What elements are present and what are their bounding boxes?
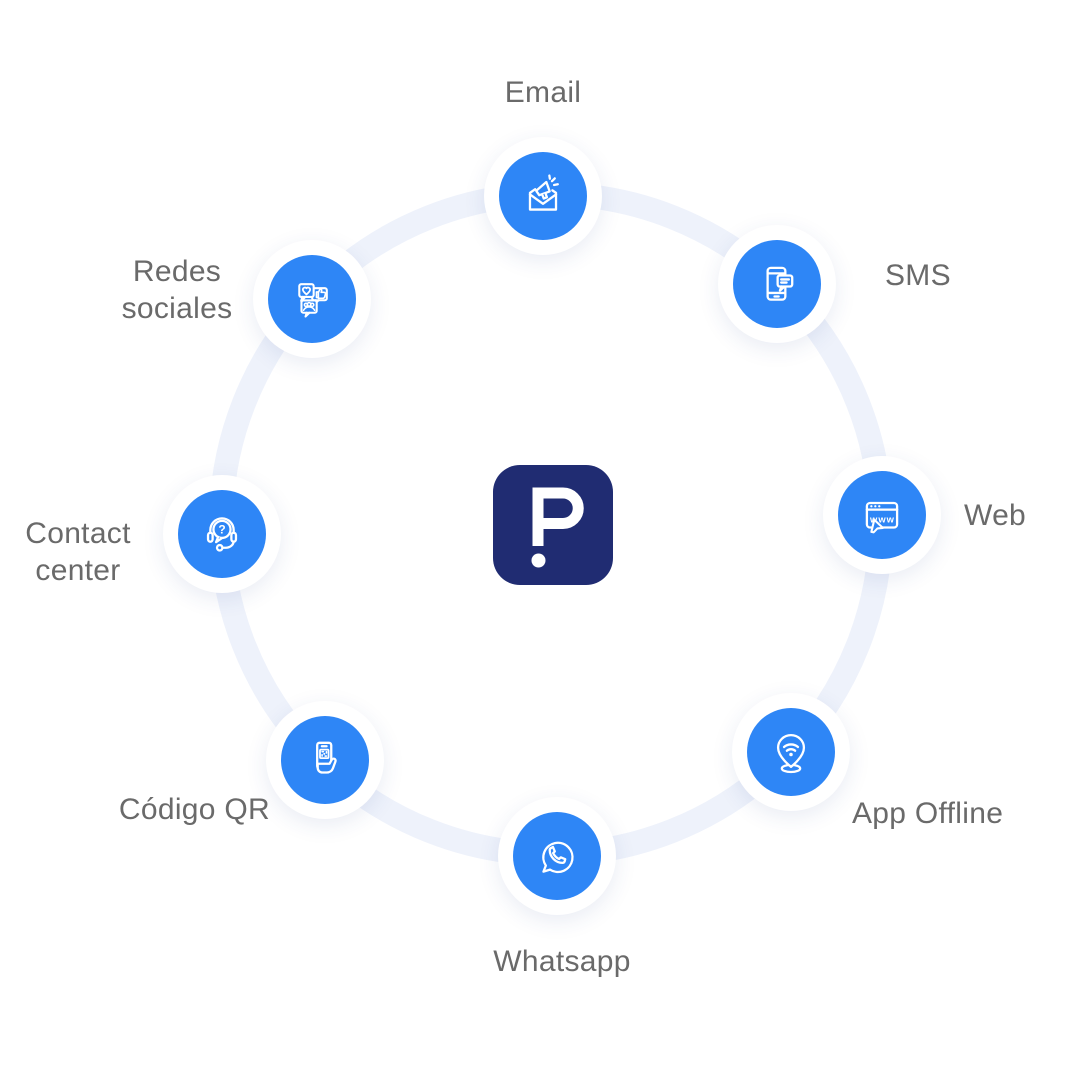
channel-node-email bbox=[484, 137, 602, 255]
channel-label-qr: Código QR bbox=[118, 793, 270, 826]
channel-node-redes-sociales bbox=[253, 240, 371, 358]
channel-label-email: Email bbox=[504, 76, 582, 109]
p-question-mark-logo bbox=[493, 465, 613, 585]
qr-scan-phone-icon bbox=[316, 741, 337, 774]
channel-label-web: Web bbox=[964, 499, 1027, 532]
support-headset-icon: ? bbox=[206, 517, 238, 552]
channel-node-app-offline bbox=[732, 693, 850, 811]
channel-label-app-offline: App Offline bbox=[852, 797, 1004, 830]
sms-phone-icon bbox=[766, 266, 794, 301]
center-logo bbox=[493, 465, 613, 585]
channel-node-qr bbox=[266, 701, 384, 819]
channel-node-whatsapp bbox=[498, 797, 616, 915]
channel-label-whatsapp: Whatsapp bbox=[493, 945, 631, 978]
email-campaign-icon bbox=[528, 174, 559, 211]
whatsapp-icon bbox=[542, 841, 574, 874]
svg-text:?: ? bbox=[218, 522, 225, 536]
web-browser-icon: www bbox=[865, 501, 899, 534]
channel-label-contact-center: Contact center bbox=[25, 517, 131, 587]
channel-label-redes-sociales: Redes sociales bbox=[121, 255, 233, 325]
channel-node-web: www bbox=[823, 456, 941, 574]
channel-node-sms bbox=[718, 225, 836, 343]
svg-text:www: www bbox=[869, 514, 895, 524]
channel-label-sms: SMS bbox=[885, 259, 951, 292]
location-pin-wifi-icon bbox=[776, 733, 806, 774]
social-bubbles-icon bbox=[298, 283, 328, 318]
channel-node-contact-center: ? bbox=[163, 475, 281, 593]
